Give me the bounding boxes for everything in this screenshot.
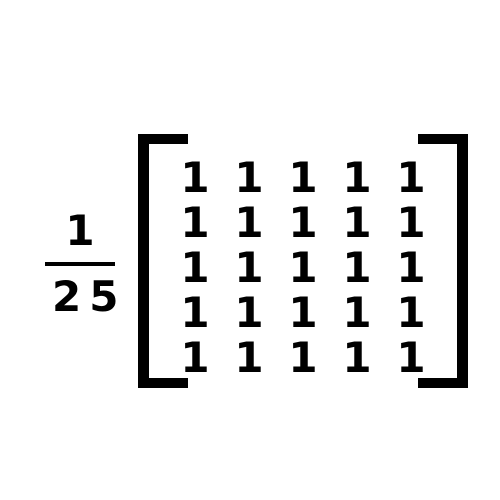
matrix-cell: 1 <box>234 288 264 337</box>
right-bracket <box>418 134 468 388</box>
matrix-cell: 1 <box>396 333 426 382</box>
matrix-cell: 1 <box>180 333 210 382</box>
matrix-cell: 1 <box>180 153 210 202</box>
matrix-cell: 1 <box>180 243 210 292</box>
matrix-cell: 1 <box>288 243 318 292</box>
matrix-cell: 1 <box>234 333 264 382</box>
matrix-cell: 1 <box>396 153 426 202</box>
matrix-cell: 1 <box>396 243 426 292</box>
fraction-denominator: 25 <box>52 272 127 321</box>
matrix-cell: 1 <box>288 153 318 202</box>
matrix-cell: 1 <box>342 153 372 202</box>
left-bracket <box>138 134 188 388</box>
matrix-cell: 1 <box>288 288 318 337</box>
scalar-fraction: 1 25 <box>44 206 127 321</box>
matrix-cell: 1 <box>288 198 318 247</box>
matrix-cell: 1 <box>234 243 264 292</box>
matrix-cell: 1 <box>180 288 210 337</box>
matrix-cell: 1 <box>342 333 372 382</box>
matrix-cell: 1 <box>234 198 264 247</box>
matrix-cell: 1 <box>180 198 210 247</box>
matrix-cell: 1 <box>288 333 318 382</box>
matrix-cell: 1 <box>342 243 372 292</box>
matrix-cell: 1 <box>342 288 372 337</box>
matrix-cell: 1 <box>396 198 426 247</box>
matrix-cell: 1 <box>234 153 264 202</box>
fraction-numerator: 1 <box>65 206 95 255</box>
fraction-bar <box>45 262 115 266</box>
matrix-cell: 1 <box>396 288 426 337</box>
matrix-cell: 1 <box>342 198 372 247</box>
